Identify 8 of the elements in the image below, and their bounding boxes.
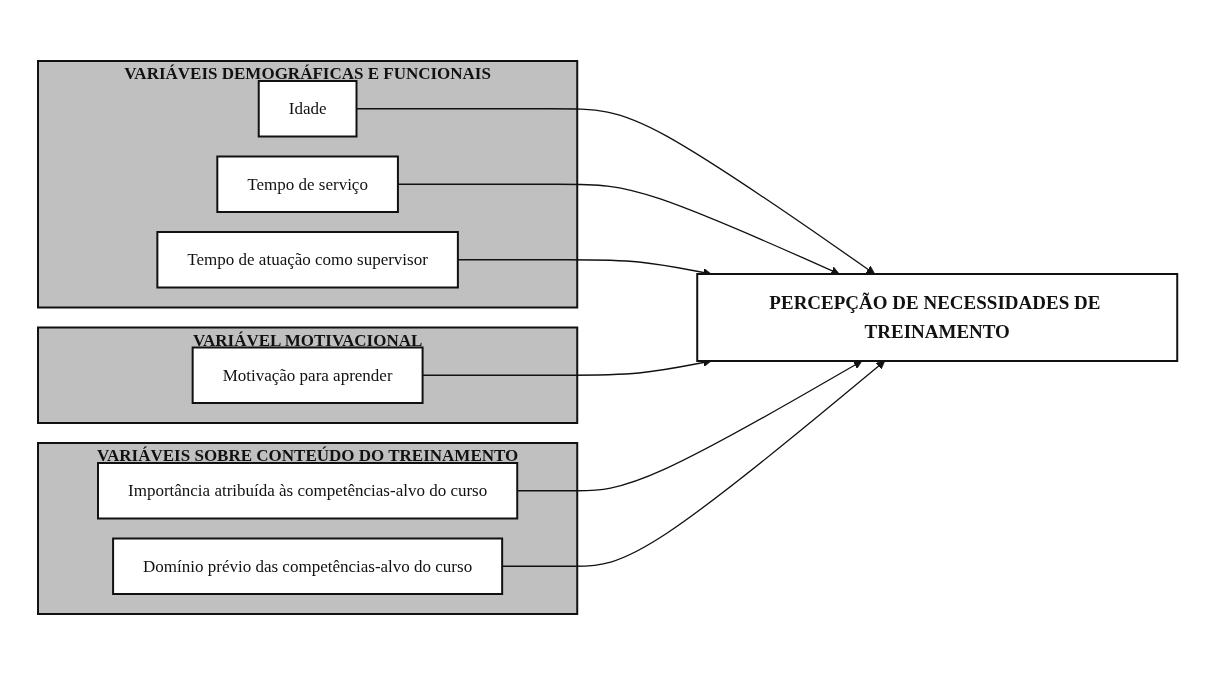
- node-box: Tempo de atuação como supervisor: [156, 230, 459, 288]
- node-box: Motivação para aprender: [191, 346, 424, 404]
- arrow: [397, 183, 840, 275]
- node-box: Idade: [257, 79, 358, 137]
- node-box: Tempo de serviço: [216, 155, 399, 213]
- node-box: Domínio prévio das competências-alvo do curso: [111, 537, 503, 595]
- node-box: Importância atribuída às competências-alvo do curso: [96, 461, 519, 519]
- node-box: PERCEPÇÃO DE NECESSIDADES DE TREINAMENTO: [696, 272, 1179, 362]
